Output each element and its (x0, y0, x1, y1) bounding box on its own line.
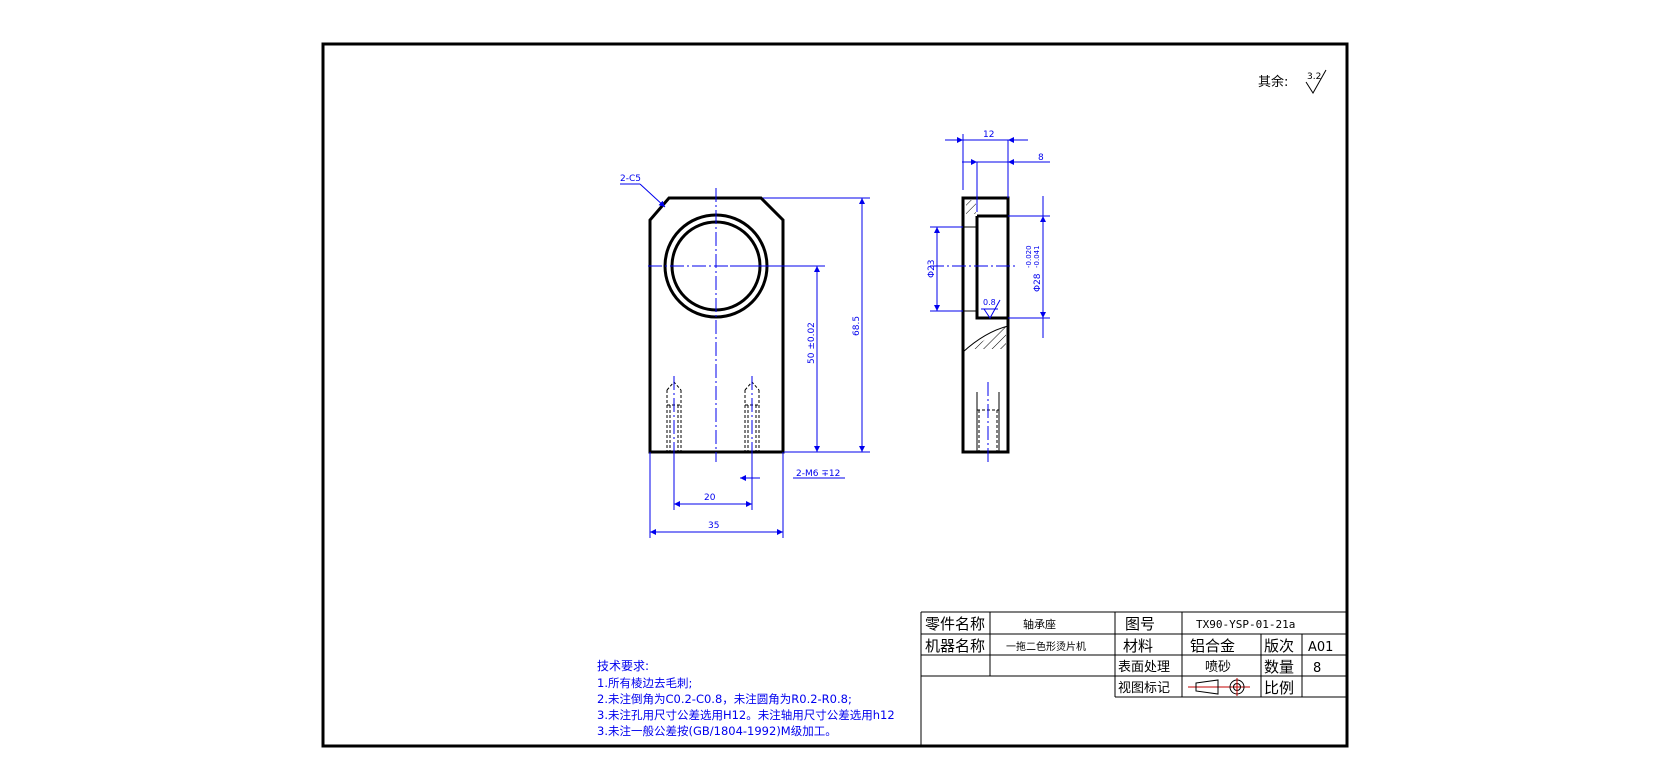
side-view-outline (961, 196, 1010, 454)
view-mark-label: 视图标记 (1118, 681, 1170, 696)
machine-name-value: 一拖二色形烫片机 (1006, 640, 1086, 653)
quantity-label: 数量 (1264, 658, 1294, 676)
side-view: 12 8 Φ23 Φ28 -0.020 -0.041 0.8 (927, 130, 1050, 462)
bore-inner-dimension: Φ23 (927, 259, 937, 278)
front-view: 2-C5 68.5 50 ±0.02 20 35 2-M6 ∓12 (620, 174, 870, 538)
tech-requirements: 技术要求: 1.所有棱边去毛刺; 2.未注倒角为C0.2-C0.8，未注圆角为R… (597, 659, 895, 738)
surface-roughness-value: 3.2 (1307, 72, 1321, 82)
tech-requirement-2: 2.未注倒角为C0.2-C0.8，未注圆角为R0.2-R0.8; (597, 692, 852, 706)
machine-name-label: 机器名称 (925, 637, 985, 655)
roughness-symbol (1305, 69, 1327, 94)
drawing-no-value: TX90-YSP-01-21a (1196, 618, 1295, 631)
height-overall-dimension: 68.5 (852, 316, 862, 336)
side-width-dimension: 12 (983, 130, 994, 140)
tech-requirement-3: 3.未注孔用尺寸公差选用H12。未注轴用尺寸公差选用h12 (597, 708, 895, 722)
threaded-hole-right (744, 376, 760, 462)
surface-treatment-value: 喷砂 (1205, 660, 1231, 675)
revision-label: 版次 (1264, 637, 1294, 655)
side-step-dimension: 8 (1038, 153, 1044, 163)
drawing-border (321, 42, 1349, 748)
width-overall-dimension: 35 (708, 521, 719, 531)
material-label: 材料 (1123, 637, 1153, 655)
part-name-value: 轴承座 (1023, 617, 1056, 631)
tech-requirement-1: 1.所有棱边去毛刺; (597, 676, 692, 690)
part-name-label: 零件名称 (925, 615, 985, 633)
material-value: 铝合金 (1190, 637, 1235, 655)
surface-treatment-label: 表面处理 (1118, 660, 1170, 675)
threaded-hole-left (666, 376, 682, 462)
tech-requirements-title: 技术要求: (597, 659, 649, 673)
surface-note-label: 其余: (1258, 74, 1288, 90)
quantity-value: 8 (1313, 661, 1321, 676)
bore-tolerance-lower: -0.041 (1033, 245, 1041, 268)
surface-note: 其余: 3.2 (1258, 69, 1327, 94)
thread-callout: 2-M6 ∓12 (796, 469, 840, 479)
revision-value: A01 (1308, 640, 1333, 655)
bore-tolerance-upper: -0.020 (1025, 245, 1033, 268)
projection-symbol-icon (1188, 678, 1250, 696)
tech-requirement-4: 3.未注一般公差按(GB/1804-1992)M级加工。 (597, 724, 837, 738)
center-height-dimension: 50 ±0.02 (807, 322, 817, 364)
side-roughness-value: 0.8 (983, 298, 996, 307)
scale-label: 比例 (1264, 679, 1294, 697)
bore-outer-dimension: Φ28 (1033, 273, 1043, 292)
drawing-no-label: 图号 (1125, 615, 1155, 633)
chamfer-dimension: 2-C5 (620, 174, 641, 184)
title-block: 零件名称 轴承座 图号 TX90-YSP-01-21a 机器名称 一拖二色形烫片… (920, 611, 1347, 746)
hole-spacing-dimension: 20 (704, 493, 716, 503)
